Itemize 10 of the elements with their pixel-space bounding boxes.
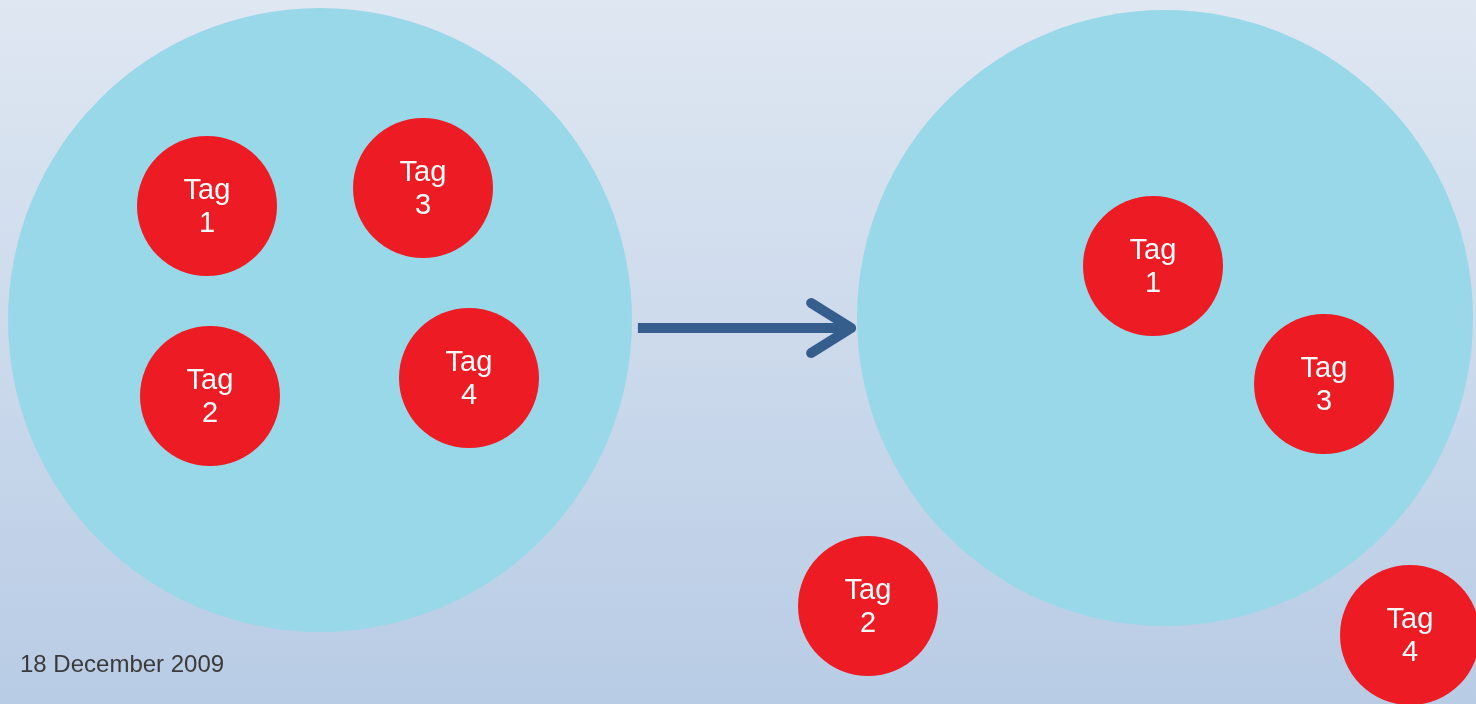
tag-label: Tag 3 <box>398 155 448 221</box>
tag-label: Tag 2 <box>185 363 235 429</box>
tag-label: Tag 4 <box>1385 602 1435 668</box>
tag-label: Tag 1 <box>182 173 232 239</box>
tag-label: Tag 3 <box>1299 351 1349 417</box>
tag-label: Tag 2 <box>843 573 893 639</box>
date-label: 18 December 2009 <box>20 650 225 678</box>
tag-label: Tag 1 <box>1128 233 1178 299</box>
tag-label: Tag 4 <box>444 345 494 411</box>
arrow <box>637 298 857 358</box>
